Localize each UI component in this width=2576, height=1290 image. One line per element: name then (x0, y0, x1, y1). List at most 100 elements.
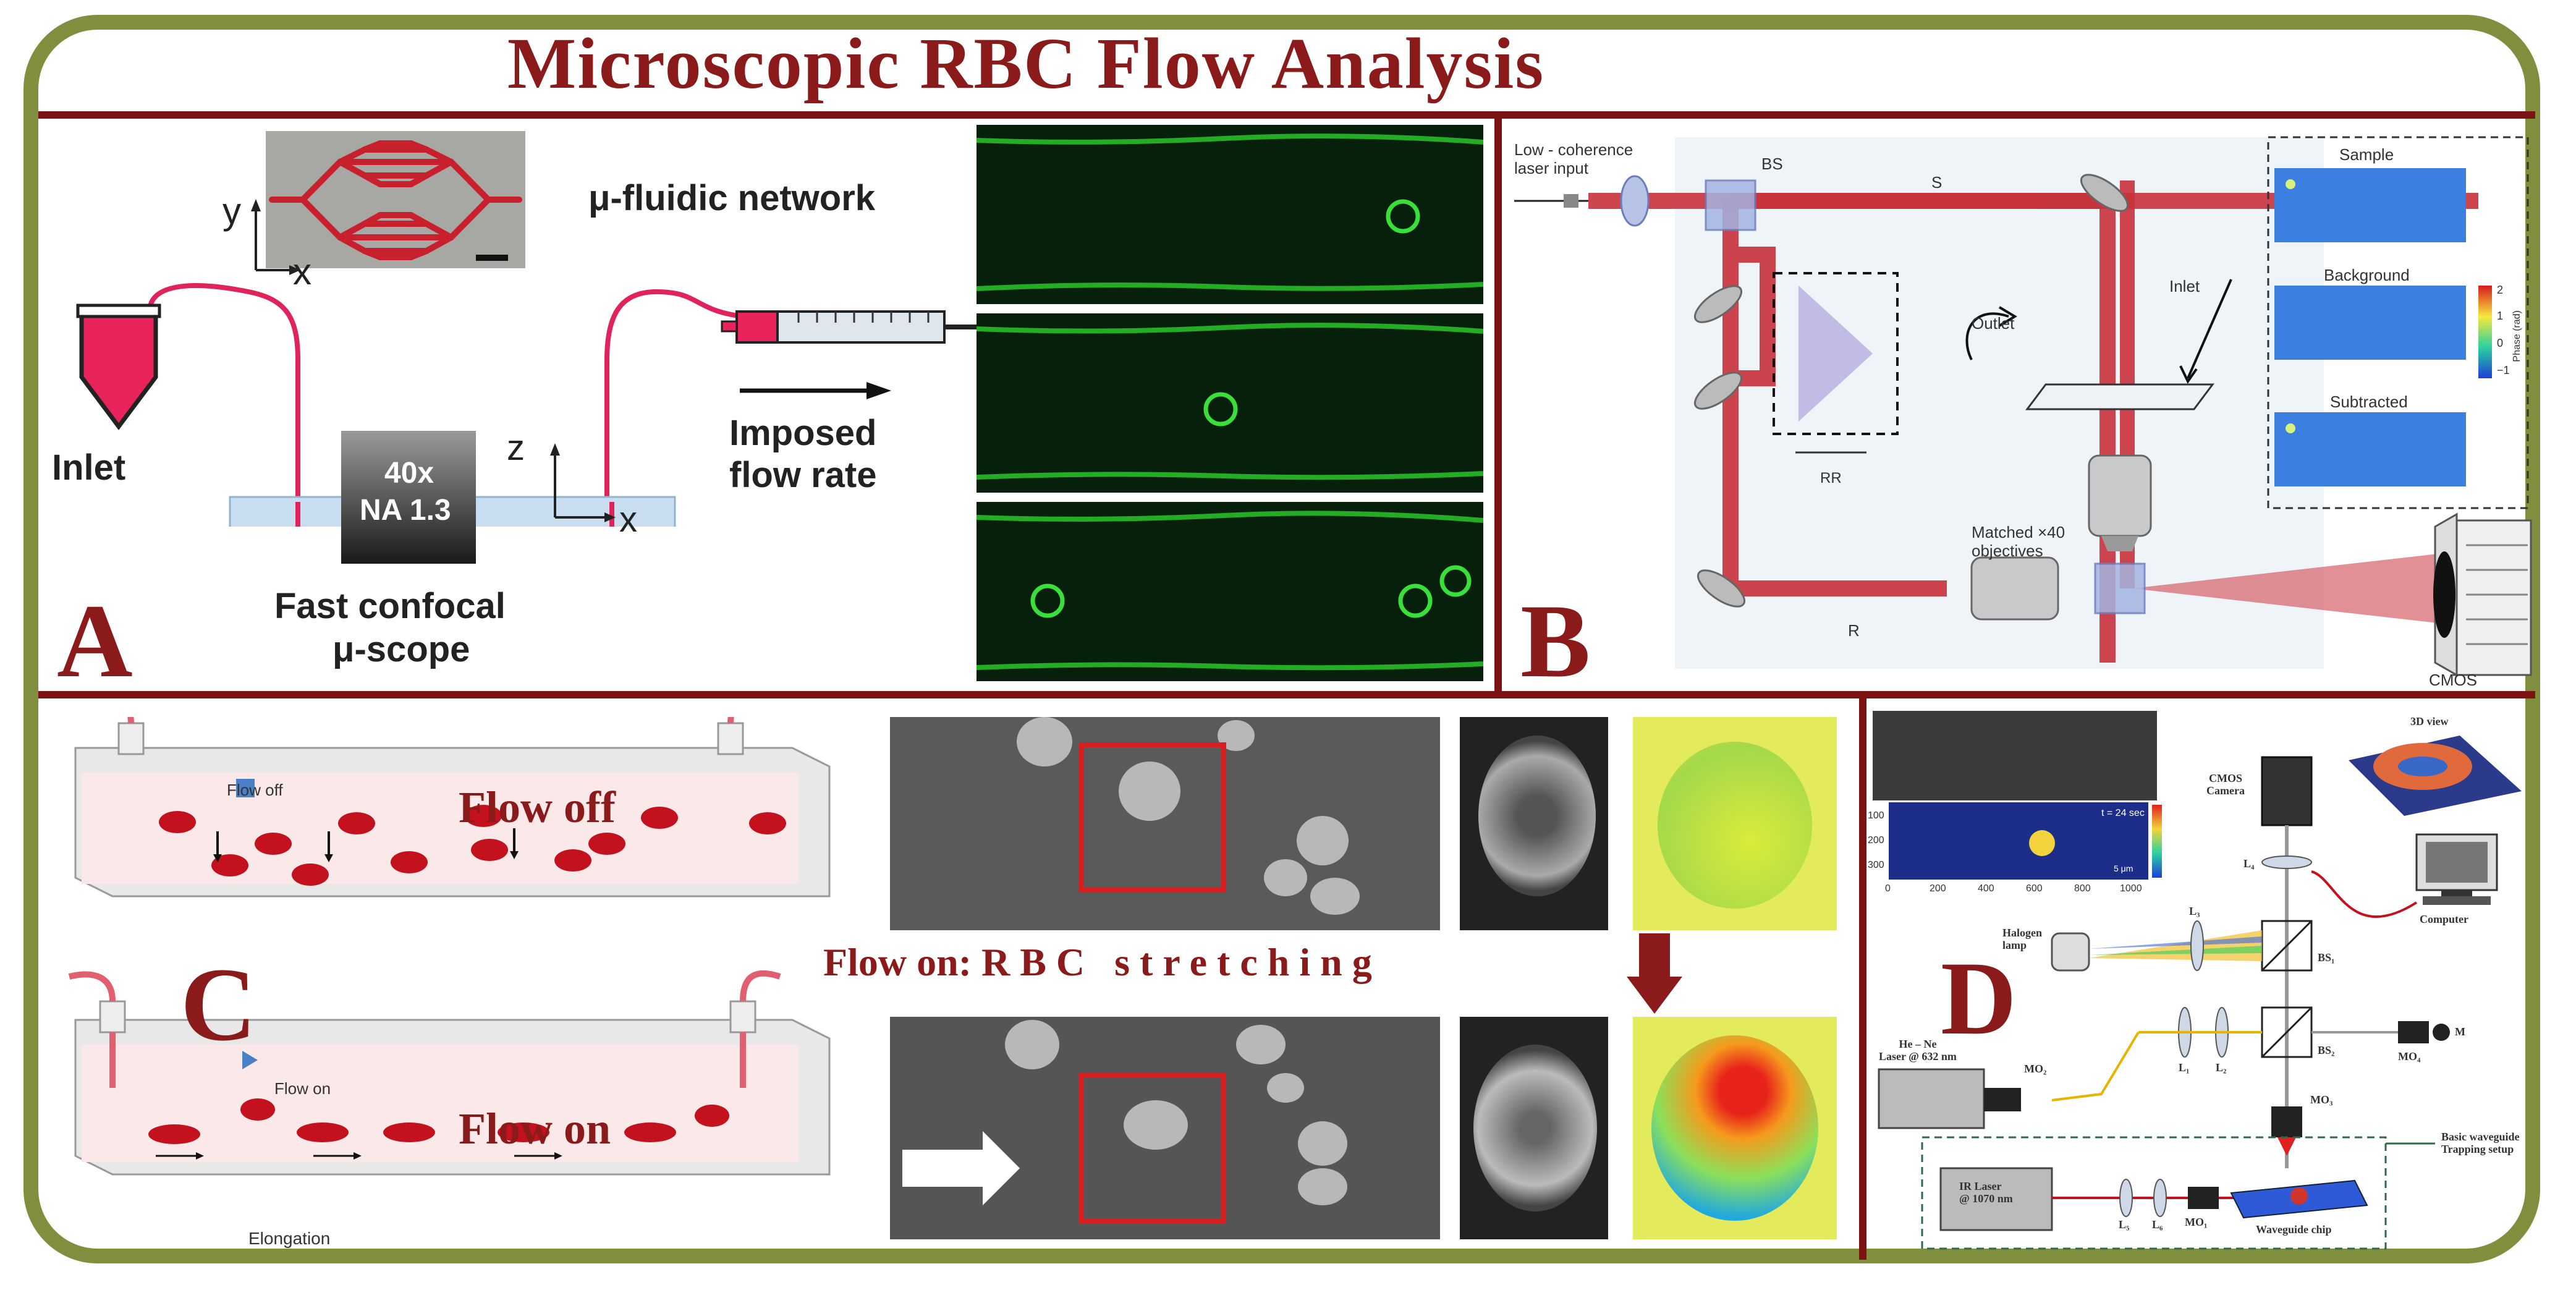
panel-b-label: B (1520, 583, 1591, 691)
l2-label: L₂ (2216, 1061, 2227, 1074)
microscope-image (1873, 711, 2157, 800)
colorbar-tick-1: 2 (2497, 284, 2504, 296)
trapping-label: Basic waveguide Trapping setup (2441, 1131, 2520, 1155)
page-title: Microscopic RBC Flow Analysis (507, 23, 1545, 104)
bs2-label: BS₂ (2318, 1044, 2335, 1056)
flow-on-channel (68, 970, 831, 1176)
rbc-zoom-bottom-cell (1473, 1045, 1597, 1211)
subtracted-label: Subtracted (2330, 393, 2408, 411)
down-arrow-icon (1627, 933, 1682, 1014)
waveguide-chip-label: Waveguide chip (2256, 1223, 2332, 1236)
flow-off-label: Flow off (459, 783, 616, 832)
bs1-label: BS₁ (2318, 951, 2335, 964)
rr-label: RR (1820, 470, 1842, 486)
subtracted-cell (2286, 423, 2295, 433)
s-label: S (1931, 173, 1943, 192)
network-micrograph (266, 131, 525, 268)
panel-d-label: D (1941, 940, 2017, 1056)
ir-label: IR Laser @ 1070 nm (1959, 1180, 2013, 1205)
x-tick-4: 800 (2074, 883, 2091, 894)
x-tick-2: 400 (1978, 883, 1994, 894)
panel-c: Flow off Flow off Flow on Flow on Elonga… (38, 698, 1859, 1255)
flow-off-channel (74, 717, 831, 897)
cd-divider (1859, 691, 1866, 1260)
objective-lens (341, 431, 476, 564)
computer-label: Computer (2420, 913, 2468, 925)
panel-a: y x μ-fluidic network Inlet Imposed (38, 119, 1494, 691)
mo1-label: MO₁ (2185, 1216, 2208, 1228)
ab-divider (1494, 111, 1502, 698)
elongation-label: Elongation (248, 1229, 331, 1248)
rbc-cells (902, 717, 1360, 1223)
y-tick-0: 100 (1868, 810, 1884, 821)
network-label: μ-fluidic network (588, 178, 876, 218)
view3d-label: 3D view (2410, 715, 2449, 728)
syringe-icon (721, 309, 985, 345)
x-tick-0: 0 (1885, 883, 1891, 894)
phase-colorbar (2478, 286, 2492, 378)
mo3-label: MO₃ (2310, 1093, 2333, 1106)
cmos-camera-label: CMOS Camera (2206, 772, 2245, 797)
trajectory-colorbar (2152, 805, 2162, 878)
confocal-images (977, 125, 1483, 681)
l3-label: L₃ (2189, 905, 2200, 917)
x-tick-1: 200 (1930, 883, 1946, 894)
l5-label: L₅ (2119, 1218, 2130, 1231)
y-tick-2: 300 (1868, 860, 1884, 870)
cmos-label: CMOS (2429, 671, 2477, 689)
confocal-frame-1 (977, 125, 1483, 304)
axis-z-label: z (507, 428, 525, 468)
colorbar-tick-4: −1 (2497, 364, 2510, 376)
colorbar-tick-2: 1 (2497, 310, 2504, 322)
sample-image (2274, 168, 2466, 242)
phase-map-top-cell (1658, 742, 1812, 909)
sample-label: Sample (2339, 145, 2394, 164)
inlet-tube-icon (76, 303, 161, 430)
rbc-zoom-top-cell (1478, 736, 1596, 896)
top-divider (38, 111, 2535, 119)
subtracted-image (2274, 412, 2466, 486)
trajectory-plot (1889, 802, 2148, 880)
panel-b: 2 1 0 −1 Phase (rad) Low - coherence las… (1502, 119, 2534, 691)
flow-on-label: Flow on (459, 1104, 611, 1153)
l4-label: L₄ (2243, 857, 2255, 870)
l6-label: L₆ (2152, 1218, 2163, 1231)
trajectory-bead (2029, 830, 2055, 856)
axis-x2-label: x (619, 499, 637, 540)
background-label: Background (2324, 266, 2410, 284)
mo2-label: MO₂ (2024, 1063, 2047, 1075)
objectives-label: Matched ×40 objectives (1972, 523, 2065, 560)
panel-c-label: C (180, 946, 256, 1063)
halogen-label: Halogen lamp (2002, 927, 2043, 951)
scope-line2: μ-scope (333, 629, 470, 669)
panel-a-label: A (57, 583, 133, 691)
inlet-label: Inlet (52, 448, 126, 488)
objective-mag: 40x (384, 457, 434, 490)
colorbar-label: Phase (rad) (2512, 310, 2522, 362)
x-tick-3: 600 (2026, 883, 2043, 894)
middle-divider (38, 691, 2535, 698)
confocal-cells (977, 134, 1483, 671)
hene-label: He – Ne Laser @ 632 nm (1879, 1038, 1957, 1063)
axis-x1-label: x (293, 251, 311, 292)
flow-line1: Imposed (729, 413, 877, 453)
background-image (2274, 286, 2466, 360)
zx-axis-arrows (550, 443, 616, 522)
m-label: M (2455, 1025, 2465, 1038)
colorbar-tick-3: 0 (2497, 337, 2504, 349)
inlet-b-label: Inlet (2169, 277, 2200, 295)
confocal-frame-2 (977, 313, 1483, 493)
y-tick-1: 200 (1868, 835, 1884, 846)
bs-label: BS (1761, 155, 1783, 173)
flow-arrow-icon (740, 382, 891, 399)
flow-line2: flow rate (729, 455, 877, 495)
stretching-label: Flow on: R B C s t r e t c h i n g (823, 940, 1372, 984)
laser-input-label: Low - coherence laser input (1514, 140, 1633, 177)
mo4-label: MO₄ (2398, 1050, 2421, 1063)
axis-y-label: y (222, 190, 241, 232)
scale-label: 5 μm (2114, 864, 2133, 873)
sample-cell (2286, 179, 2295, 189)
phase-map-bottom-cell (1651, 1035, 1818, 1221)
optical-setup (1878, 736, 2522, 1250)
r-label: R (1848, 621, 1860, 640)
